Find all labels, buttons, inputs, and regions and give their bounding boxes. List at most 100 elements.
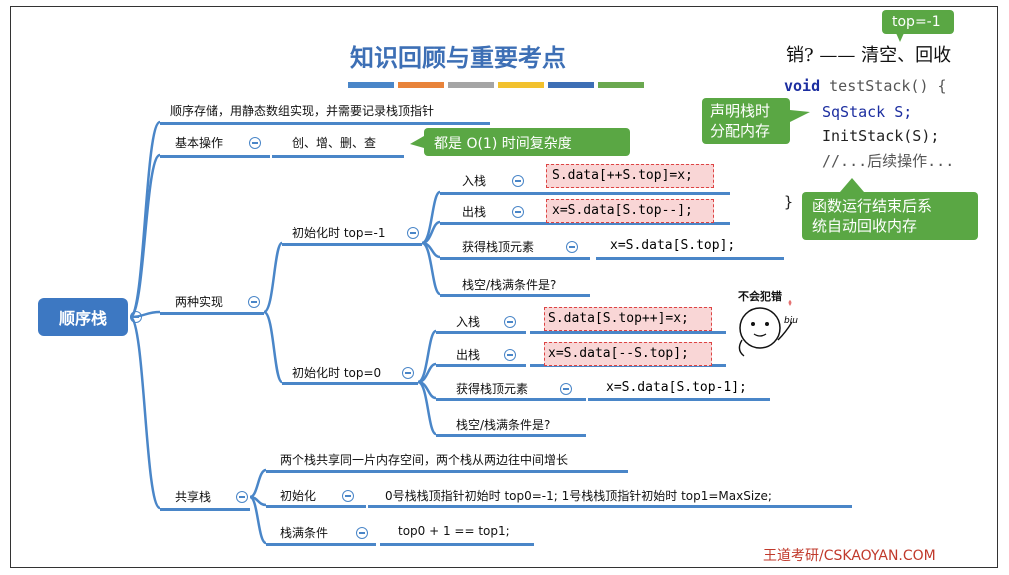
underline xyxy=(160,312,264,315)
underline xyxy=(596,257,784,260)
basic-ops-list: 创、增、删、查 xyxy=(292,136,377,150)
underline xyxy=(160,508,250,511)
color-bar xyxy=(398,82,444,88)
code-line-3: InitStack(S); xyxy=(822,127,940,145)
underline xyxy=(440,192,536,195)
leaf-cond-a: 栈空/栈满条件是? xyxy=(462,278,557,292)
collapse-icon[interactable] xyxy=(342,490,354,502)
collapse-icon[interactable] xyxy=(248,296,260,308)
top-label-box: top=-1 xyxy=(882,10,954,34)
underline xyxy=(436,434,586,437)
root-node[interactable]: 顺序栈 xyxy=(38,298,128,336)
code-highlight xyxy=(546,199,714,223)
leaf-peek-label: 获得栈顶元素 xyxy=(462,240,535,254)
shared-init-text: 0号栈栈顶指针初始时 top0=-1; 1号栈栈顶指针初始时 top1=MaxS… xyxy=(385,489,772,503)
underline xyxy=(536,192,730,195)
node-two-impl[interactable]: 两种实现 xyxy=(175,295,224,309)
leaf-pop-label: 出栈 xyxy=(462,205,487,219)
leaf-cond-b: 栈空/栈满条件是? xyxy=(456,418,551,432)
underline xyxy=(272,155,404,158)
underline xyxy=(266,470,628,473)
collapse-icon[interactable] xyxy=(504,316,516,328)
underline xyxy=(266,505,366,508)
code-push-a: S.data[++S.top]=x; xyxy=(552,168,693,183)
code-line-1: void testStack() { xyxy=(784,77,947,95)
collapse-icon[interactable] xyxy=(402,367,414,379)
underline xyxy=(282,243,422,246)
sticker-bubble: biu xyxy=(784,316,798,326)
underline xyxy=(160,122,490,125)
leaf-push-label: 入栈 xyxy=(456,315,481,329)
callout-text: 都是 O(1) 时间复杂度 xyxy=(434,136,572,152)
slide-frame xyxy=(10,6,998,568)
collapse-icon[interactable] xyxy=(130,311,142,323)
collapse-icon[interactable] xyxy=(512,206,524,218)
callout-text: 声明栈时 分配内存 xyxy=(710,102,771,140)
collapse-icon[interactable] xyxy=(407,227,419,239)
underline xyxy=(440,222,536,225)
underline xyxy=(282,382,418,385)
callout-text: 函数运行结束后系 统自动回收内存 xyxy=(812,197,933,235)
node-basic-ops[interactable]: 基本操作 xyxy=(175,136,224,150)
code-line-4: //...后续操作... xyxy=(822,152,955,170)
underline xyxy=(160,155,270,158)
collapse-icon[interactable] xyxy=(236,491,248,503)
code-text: testStack() { xyxy=(820,77,947,95)
underline xyxy=(440,257,590,260)
destroy-note: 销? —— 清空、回收 xyxy=(786,45,952,66)
color-bar xyxy=(548,82,594,88)
slide-title: 知识回顾与重要考点 xyxy=(350,43,566,72)
color-bar xyxy=(448,82,494,88)
underline xyxy=(536,222,730,225)
node-impl-a[interactable]: 初始化时 top=-1 xyxy=(292,226,386,240)
node-impl-b[interactable]: 初始化时 top=0 xyxy=(292,366,382,380)
code-highlight xyxy=(544,342,712,366)
top-note: 顺序存储，用静态数组实现，并需要记录栈顶指针 xyxy=(170,104,435,118)
collapse-icon[interactable] xyxy=(512,175,524,187)
underline xyxy=(368,505,852,508)
collapse-icon[interactable] xyxy=(560,383,572,395)
leaf-push-label: 入栈 xyxy=(462,174,487,188)
code-pop-b: x=S.data[--S.top]; xyxy=(548,346,689,361)
shared-full-text: top0 + 1 == top1; xyxy=(398,524,510,538)
collapse-icon[interactable] xyxy=(249,137,261,149)
shared-note: 两个栈共享同一片内存空间，两个栈从两边往中间增长 xyxy=(280,453,569,467)
code-pop-a: x=S.data[S.top--]; xyxy=(552,203,693,218)
color-bar xyxy=(598,82,644,88)
underline xyxy=(436,331,526,334)
underline xyxy=(266,543,376,546)
code-peek-a: x=S.data[S.top]; xyxy=(610,238,736,253)
underline xyxy=(440,294,590,297)
underline xyxy=(588,398,770,401)
free-callout: 函数运行结束后系 统自动回收内存 xyxy=(802,192,978,240)
code-line-5: } xyxy=(784,193,794,211)
shared-init-label: 初始化 xyxy=(280,489,317,503)
collapse-icon[interactable] xyxy=(356,527,368,539)
top-label-text: top=-1 xyxy=(892,14,941,30)
code-push-b: S.data[S.top++]=x; xyxy=(548,311,689,326)
underline xyxy=(436,398,586,401)
code-line-2: SqStack S; xyxy=(822,103,913,121)
code-highlight xyxy=(546,164,714,188)
color-bar xyxy=(498,82,544,88)
code-peek-b: x=S.data[S.top-1]; xyxy=(606,380,747,395)
collapse-icon[interactable] xyxy=(504,349,516,361)
shared-full-label: 栈满条件 xyxy=(280,526,329,540)
collapse-icon[interactable] xyxy=(566,241,578,253)
sticker-caption: 不会犯错 xyxy=(738,290,782,303)
node-shared[interactable]: 共享栈 xyxy=(175,490,212,504)
alloc-callout: 声明栈时 分配内存 xyxy=(702,98,790,144)
code-keyword: void xyxy=(784,77,821,95)
footer-credit: 王道考研/CSKAOYAN.COM xyxy=(763,548,936,564)
leaf-peek-label: 获得栈顶元素 xyxy=(456,382,529,396)
underline xyxy=(530,331,726,334)
underline xyxy=(436,364,526,367)
underline xyxy=(380,543,534,546)
color-bar xyxy=(348,82,394,88)
